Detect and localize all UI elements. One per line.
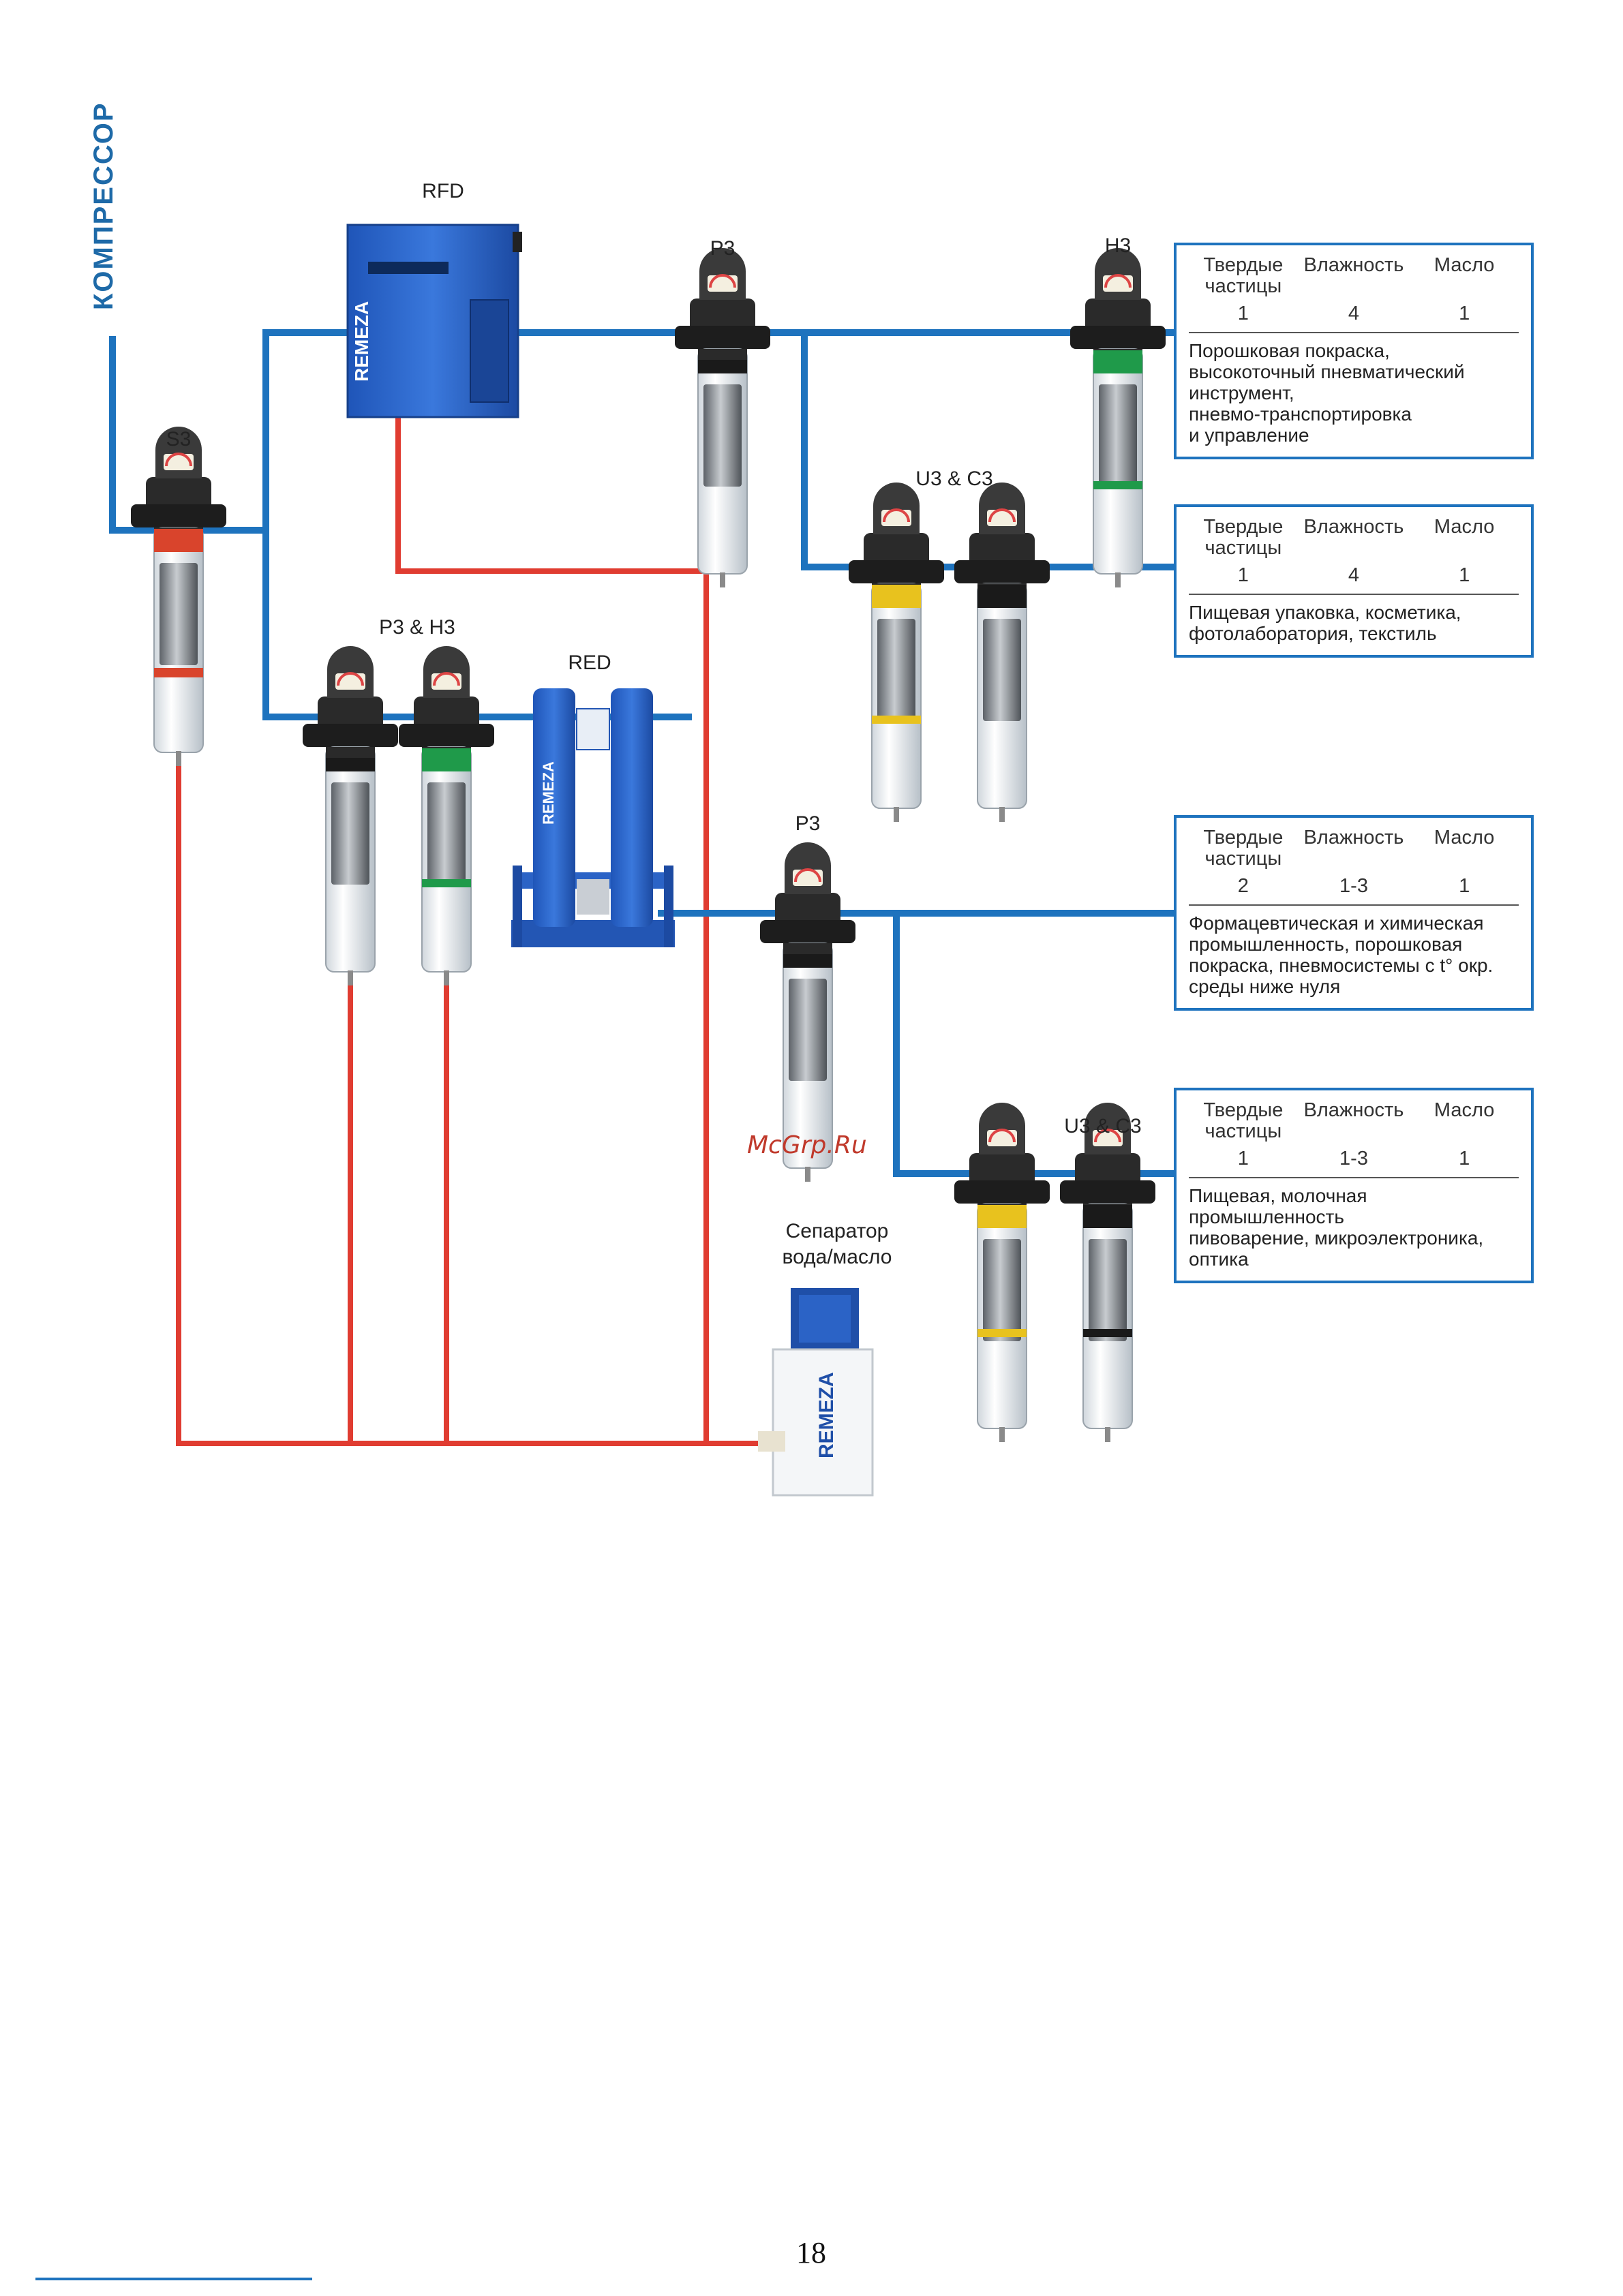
value-humidity: 4 [1348, 303, 1360, 324]
separator-label-line2: вода/масло [783, 1246, 892, 1268]
u3c3-top-label: U3 & C3 [915, 468, 992, 490]
p3h3-label: P3 & H3 [379, 616, 455, 639]
info-box-4-description: Пищевая, молочная промышленность пивовар… [1189, 1185, 1484, 1270]
header-oil: Масло [1434, 1099, 1495, 1121]
info-box-2-values: 1 4 1 [1189, 564, 1519, 595]
value-oil: 1 [1459, 875, 1470, 897]
h3-top-filter-unit: H3 [1069, 234, 1167, 589]
info-box-2-description: Пищевая упаковка, косметика, фотолаборат… [1189, 602, 1461, 644]
p3-top-label: P3 [710, 237, 735, 260]
watermark: McGrp.Ru [747, 1131, 867, 1159]
info-box-1-headers: Твердые частицы Влажность Масло [1189, 255, 1519, 297]
drain-lines [176, 414, 773, 1446]
u3c3-bottom-filter-pair: U3 & C3 [953, 1101, 1157, 1443]
footer-line [35, 2278, 312, 2280]
info-box-1-description: Порошковая покраска, высокоточный пневма… [1189, 340, 1465, 446]
h3-top-label: H3 [1105, 234, 1131, 257]
red-brand: REMEZA [540, 761, 557, 825]
value-humidity: 4 [1348, 564, 1360, 586]
red-dryer-unit: REMEZA RED [511, 652, 675, 947]
value-oil: 1 [1459, 564, 1470, 586]
header-particles: Твердые частицы [1203, 827, 1284, 870]
header-particles: Твердые частицы [1203, 254, 1284, 297]
p3-mid-filter-unit: P3 [759, 812, 857, 1183]
value-humidity: 1-3 [1339, 1148, 1368, 1169]
header-humidity: Влажность [1303, 516, 1404, 538]
info-box-3: Твердые частицы Влажность Масло 2 1-3 1 … [1174, 815, 1534, 1011]
value-oil: 1 [1459, 1148, 1470, 1169]
header-oil: Масло [1434, 516, 1495, 538]
value-humidity: 1-3 [1339, 875, 1368, 897]
page-number: 18 [796, 2236, 826, 2269]
s3-label: S3 [166, 428, 192, 450]
info-box-3-description: Формацевтическая и химическая промышленн… [1189, 913, 1493, 997]
value-particles: 1 [1237, 303, 1249, 324]
s3-filter-unit: S3 [130, 425, 228, 767]
info-box-3-values: 2 1-3 1 [1189, 875, 1519, 906]
info-box-4: Твердые частицы Влажность Масло 1 1-3 1 … [1174, 1088, 1534, 1283]
red-label: RED [568, 652, 611, 674]
info-box-4-headers: Твердые частицы Влажность Масло [1189, 1100, 1519, 1142]
info-box-4-values: 1 1-3 1 [1189, 1148, 1519, 1178]
p3-top-filter-unit: P3 [673, 237, 772, 589]
info-box-2-headers: Твердые частицы Влажность Масло [1189, 517, 1519, 559]
header-particles: Твердые частицы [1203, 516, 1284, 559]
info-box-2: Твердые частицы Влажность Масло 1 4 1 Пи… [1174, 504, 1534, 658]
rfd-dryer-unit: REMEZA RFD [346, 180, 522, 418]
header-particles: Твердые частицы [1203, 1099, 1284, 1142]
u3c3-bottom-label: U3 & C3 [1064, 1115, 1141, 1137]
rfd-brand: REMEZA [351, 301, 372, 382]
header-oil: Масло [1434, 254, 1495, 276]
value-particles: 2 [1237, 875, 1249, 897]
p3-mid-label: P3 [795, 812, 821, 835]
u3c3-top-filter-pair: U3 & C3 [847, 468, 1051, 823]
rfd-label: RFD [422, 180, 464, 202]
header-humidity: Влажность [1303, 1099, 1404, 1121]
value-oil: 1 [1459, 303, 1470, 324]
value-particles: 1 [1237, 1148, 1249, 1169]
header-humidity: Влажность [1303, 254, 1404, 276]
p3h3-filter-pair: P3 & H3 [301, 616, 496, 987]
separator-brand: REMEZA [815, 1372, 838, 1458]
header-oil: Масло [1434, 827, 1495, 848]
info-box-1-values: 1 4 1 [1189, 303, 1519, 333]
header-humidity: Влажность [1303, 827, 1404, 848]
info-box-3-headers: Твердые частицы Влажность Масло [1189, 827, 1519, 870]
separator-label-line1: Сепаратор [786, 1220, 889, 1242]
water-oil-separator: REMEZA Сепаратор вода/масло [758, 1220, 892, 1497]
value-particles: 1 [1237, 564, 1249, 586]
info-box-1: Твердые частицы Влажность Масло 1 4 1 По… [1174, 243, 1534, 459]
